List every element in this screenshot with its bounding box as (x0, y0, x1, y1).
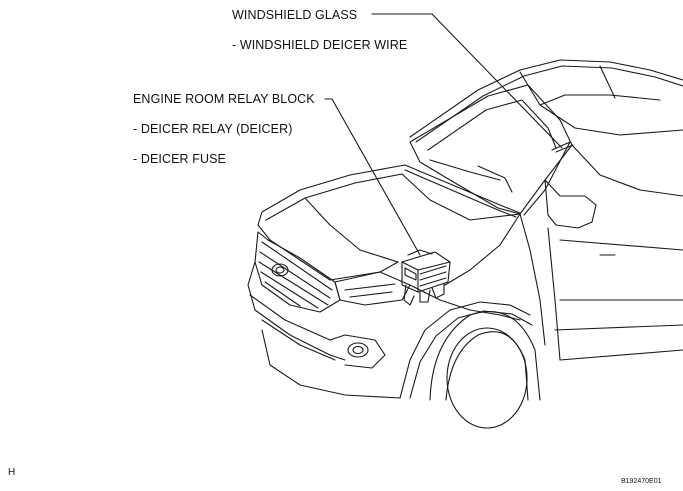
engine-room-relay-block-label: ENGINE ROOM RELAY BLOCK (133, 92, 315, 106)
deicer-fuse-label: - DEICER FUSE (133, 152, 226, 166)
emblem (272, 264, 288, 276)
front-wheel-hub (447, 328, 527, 428)
leader-lines (325, 14, 562, 255)
grille (255, 232, 340, 312)
deicer-relay-label: - DEICER RELAY (DEICER) (133, 122, 293, 136)
windshield-deicer-wire-label: - WINDSHIELD DEICER WIRE (232, 38, 408, 52)
windshield (405, 85, 573, 217)
windshield-leader (372, 14, 562, 148)
front-tire (430, 312, 540, 400)
fender-wheel (400, 285, 540, 428)
fog-light (348, 343, 368, 357)
relay-block (402, 250, 450, 305)
relay-block-leader (325, 99, 420, 255)
side-body (520, 145, 683, 360)
page-mark-h: H (8, 467, 16, 478)
side-mirror (545, 180, 596, 228)
headlight (335, 272, 410, 305)
windshield-glass-label: WINDSHIELD GLASS (232, 8, 358, 22)
figure-code: B192470E01 (621, 478, 662, 485)
roof-outline (410, 60, 683, 142)
front-fascia (248, 232, 410, 398)
hood (258, 165, 520, 285)
